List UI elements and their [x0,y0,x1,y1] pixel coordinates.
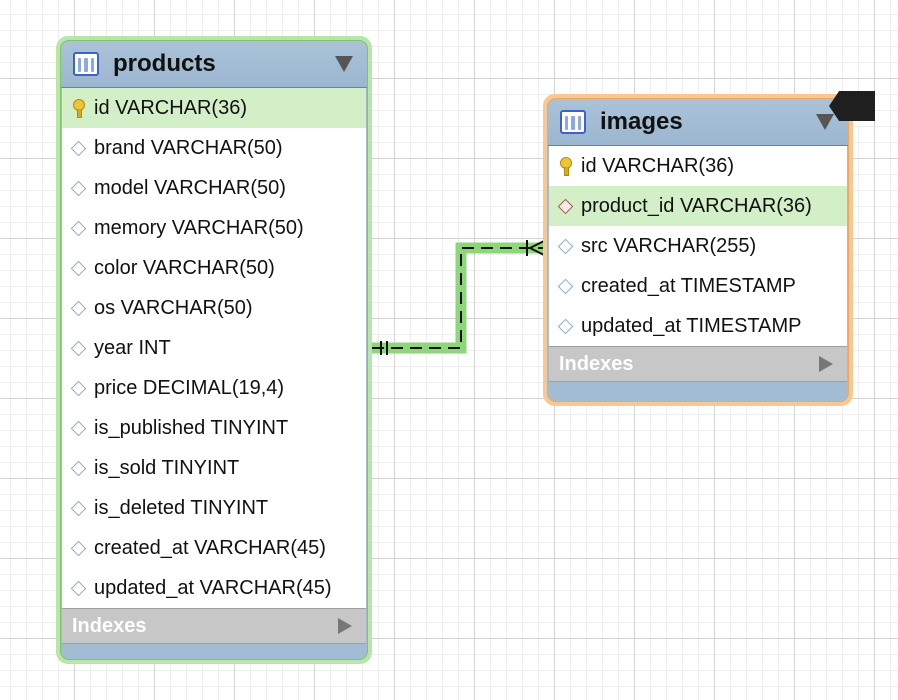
column-label: src VARCHAR(255) [581,234,757,257]
column-diamond-icon [557,316,573,336]
column-row[interactable]: price DECIMAL(19,4) [62,368,366,408]
relationship-highlight [372,242,548,354]
column-label: id VARCHAR(36) [94,96,247,119]
expand-triangle-icon[interactable] [338,618,352,634]
column-label: created_at VARCHAR(45) [94,536,326,559]
column-label: year INT [94,336,171,359]
primary-key-icon [557,156,573,176]
table-name: products [113,50,216,77]
indexes-section[interactable]: Indexes [549,346,847,382]
indexes-section[interactable]: Indexes [62,608,366,644]
column-row[interactable]: brand VARCHAR(50) [62,128,366,168]
column-row[interactable]: color VARCHAR(50) [62,248,366,288]
column-label: model VARCHAR(50) [94,176,286,199]
column-diamond-icon [70,338,86,358]
column-label: is_deleted TINYINT [94,496,269,519]
column-label: color VARCHAR(50) [94,256,275,279]
column-label: updated_at TIMESTAMP [581,314,802,337]
column-row[interactable]: updated_at VARCHAR(45) [62,568,366,608]
table-icon [560,110,586,134]
collapse-triangle-icon[interactable] [816,114,834,130]
column-diamond-icon [70,258,86,278]
column-diamond-icon [70,178,86,198]
column-row[interactable]: year INT [62,328,366,368]
cardinality-one-marker [380,341,388,355]
column-row[interactable]: os VARCHAR(50) [62,288,366,328]
column-label: memory VARCHAR(50) [94,216,304,239]
column-label: id VARCHAR(36) [581,154,734,177]
column-row[interactable]: product_id VARCHAR(36) [549,186,847,226]
column-row[interactable]: created_at VARCHAR(45) [62,528,366,568]
table-header[interactable]: products [61,41,367,88]
column-row[interactable]: model VARCHAR(50) [62,168,366,208]
column-diamond-icon [557,236,573,256]
column-row[interactable]: updated_at TIMESTAMP [549,306,847,346]
column-label: brand VARCHAR(50) [94,136,283,159]
column-label: updated_at VARCHAR(45) [94,576,332,599]
indexes-label: Indexes [72,614,147,637]
column-diamond-icon [70,458,86,478]
table-products[interactable]: products id VARCHAR(36) brand VARCHAR(50… [56,36,372,664]
table-images[interactable]: images id VARCHAR(36) product_id VARCHAR… [543,94,853,406]
column-diamond-icon [557,276,573,296]
relationship-line [372,247,548,349]
column-label: created_at TIMESTAMP [581,274,796,297]
table-name: images [600,108,683,135]
column-row[interactable]: is_deleted TINYINT [62,488,366,528]
column-row[interactable]: id VARCHAR(36) [62,88,366,128]
column-diamond-icon [70,418,86,438]
table-icon [73,52,99,76]
column-diamond-icon [70,578,86,598]
table-header[interactable]: images [548,99,848,146]
column-row[interactable]: id VARCHAR(36) [549,146,847,186]
column-label: is_sold TINYINT [94,456,240,479]
column-diamond-icon [70,378,86,398]
expand-triangle-icon[interactable] [819,356,833,372]
column-diamond-icon [70,298,86,318]
primary-key-icon [70,98,86,118]
collapse-triangle-icon[interactable] [335,56,353,72]
column-diamond-icon [70,138,86,158]
selection-corner-badge[interactable] [829,91,875,121]
column-row[interactable]: is_sold TINYINT [62,448,366,488]
column-label: os VARCHAR(50) [94,296,253,319]
column-label: price DECIMAL(19,4) [94,376,285,399]
column-diamond-icon [70,498,86,518]
column-row[interactable]: created_at TIMESTAMP [549,266,847,306]
indexes-label: Indexes [559,352,634,375]
column-diamond-icon [70,218,86,238]
column-label: product_id VARCHAR(36) [581,194,812,217]
foreign-key-diamond-icon [557,196,573,216]
column-diamond-icon [70,538,86,558]
column-row[interactable]: memory VARCHAR(50) [62,208,366,248]
column-row[interactable]: src VARCHAR(255) [549,226,847,266]
column-row[interactable]: is_published TINYINT [62,408,366,448]
column-label: is_published TINYINT [94,416,289,439]
